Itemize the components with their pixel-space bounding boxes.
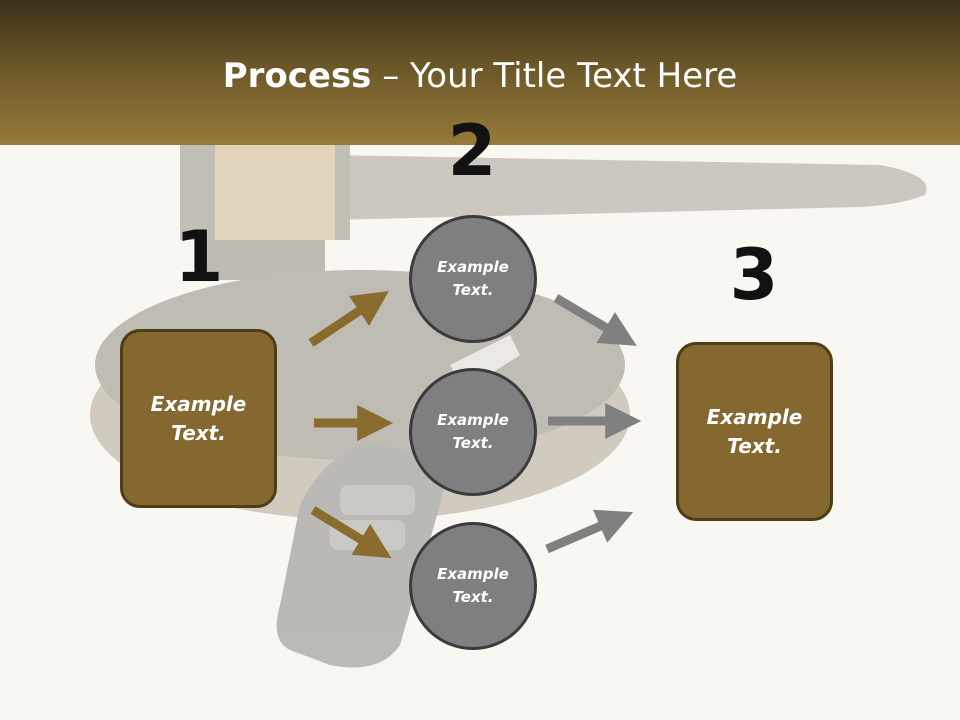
title-bold: Process — [222, 56, 372, 96]
step-2-circle-middle[interactable]: Example Text. — [409, 368, 537, 496]
step-number-3: 3 — [729, 234, 779, 316]
step-number-1: 1 — [174, 216, 224, 298]
step-number-2: 2 — [447, 110, 497, 192]
step-3-text: Example Text. — [706, 404, 803, 458]
circle-bottom-text: Example Text. — [437, 565, 509, 606]
step-3-box[interactable]: Example Text. — [676, 342, 833, 521]
step-1-box[interactable]: Example Text. — [120, 329, 277, 508]
slide-title[interactable]: Process – Your Title Text Here — [0, 56, 960, 96]
circle-top-text: Example Text. — [437, 258, 509, 299]
step-1-text: Example Text. — [150, 391, 247, 445]
circle-middle-text: Example Text. — [437, 411, 509, 452]
step-2-circle-top[interactable]: Example Text. — [409, 215, 537, 343]
step-2-circle-bottom[interactable]: Example Text. — [409, 522, 537, 650]
title-banner — [0, 0, 960, 145]
title-rest: – Your Title Text Here — [371, 56, 738, 96]
